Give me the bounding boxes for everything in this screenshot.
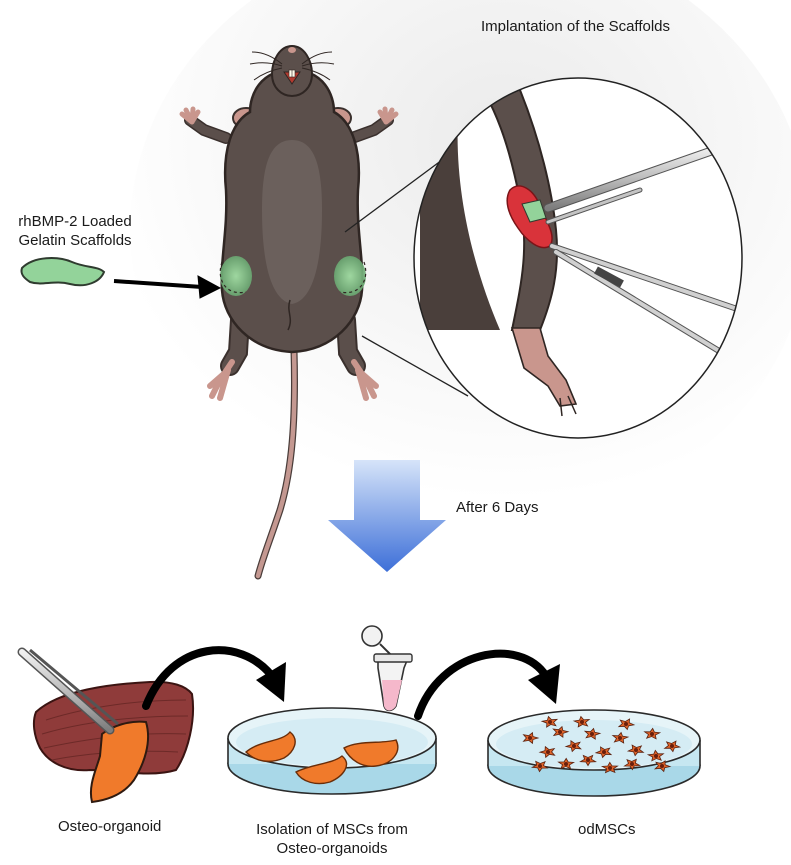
implant-site-right [334, 256, 366, 296]
cell-icon [552, 725, 570, 738]
cell-icon [530, 760, 549, 773]
label-implantation: Implantation of the Scaffolds [481, 18, 671, 35]
organoid-piece [295, 755, 348, 785]
mouse-nose [288, 47, 296, 53]
forceps-icon [543, 143, 725, 225]
label-isolation-line1: Isolation of MSCs from [256, 821, 408, 838]
mouse-belly [262, 140, 322, 304]
cell-icon [572, 715, 591, 728]
mouse-illustration [179, 44, 399, 580]
petri-dish-icon [227, 707, 437, 795]
hind-foot-left [207, 359, 235, 401]
implant-site-left [220, 256, 252, 296]
osteo-organoid [90, 720, 150, 804]
gelatin-scaffold-icon [20, 257, 106, 287]
osteo-organoid-illustration [17, 647, 194, 804]
cell-icon [617, 718, 636, 731]
curved-arrow-icon [414, 649, 550, 720]
cell-icon [611, 731, 630, 744]
cell-icon [594, 746, 613, 759]
eppendorf-tube-icon [361, 625, 413, 712]
cell-icon [579, 754, 597, 767]
zoom-line-top [344, 159, 443, 233]
front-paw-left [179, 106, 201, 125]
cell-icon [646, 749, 665, 762]
cell-icon [626, 744, 645, 757]
front-paw-right [377, 106, 399, 125]
implanted-scaffold [521, 199, 547, 223]
cell-icon [583, 727, 602, 740]
down-arrow-icon [328, 460, 446, 572]
cell-icon [643, 727, 662, 740]
zoom-mouse-leg [510, 327, 578, 407]
cell-icon [600, 761, 619, 774]
label-after-6-days: After 6 Days [456, 499, 539, 516]
cell-icon [623, 758, 642, 771]
curved-arrow-icon [142, 646, 276, 710]
label-scaffold-line2: Gelatin Scaffolds [18, 232, 132, 249]
petri-dish-icon [487, 709, 701, 797]
hind-foot-right [351, 359, 379, 401]
label-osteo-organoid: Osteo-organoid [58, 818, 162, 835]
label-odmscs: odMSCs [578, 821, 636, 838]
cell-icon [540, 715, 559, 728]
cell-icon [522, 731, 540, 745]
needle-holder-icon [549, 243, 742, 357]
whiskers [249, 51, 335, 81]
organoid-piece [244, 731, 296, 763]
organoid-piece [343, 739, 399, 767]
cell-icon [653, 760, 672, 773]
cell-icon [663, 740, 682, 753]
cell-icon [564, 740, 582, 753]
label-isolation: Isolation of MSCs from Osteo-organoids [232, 820, 432, 858]
implant-arrow [113, 279, 203, 289]
label-scaffold: rhBMP-2 Loaded Gelatin Scaffolds [0, 212, 150, 250]
cell-icon [538, 745, 556, 759]
label-scaffold-line1: rhBMP-2 Loaded [18, 213, 132, 230]
zoom-line-bottom [361, 335, 469, 397]
label-isolation-line2: Osteo-organoids [276, 840, 388, 857]
cell-icon [557, 757, 576, 770]
